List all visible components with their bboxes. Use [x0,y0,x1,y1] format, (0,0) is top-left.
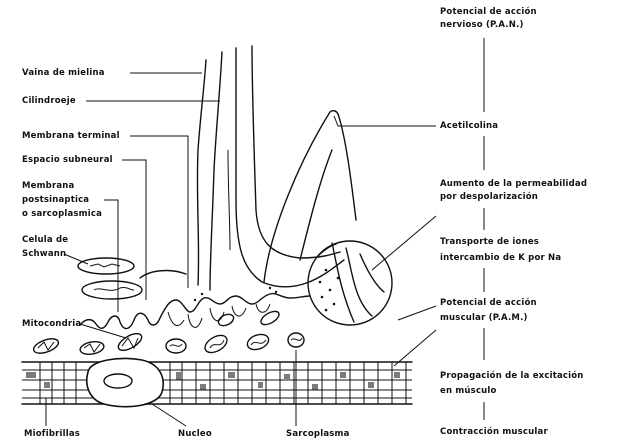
flow-chart: Potencial de acción nervioso (P.A.N.) Au… [394,6,587,437]
postsynaptic-membrane [80,287,310,329]
flow-step-4a: Potencial de acción [440,297,537,308]
flow-step-6a: Contracción muscular [440,426,548,437]
flow-step-3a: Transporte de iones [440,237,539,247]
flow-step-2b: por despolarización [440,191,538,202]
flow-step-1b: nervioso (P.A.N.) [440,20,524,30]
label-nucleo: Nucleo [178,429,212,439]
schwann-cell [78,258,186,299]
flow-step-1a: Potencial de acción [440,6,537,17]
vesicle-detail [308,241,392,325]
label-membrana: Membrana [22,181,75,191]
label-membrana-terminal: Membrana terminal [22,131,120,141]
muscle-fiber [22,359,412,407]
label-miofibrillas: Miofibrillas [24,429,80,439]
nerve-fibers [197,46,344,290]
label-cilindroeje: Cilindroeje [22,96,76,106]
flow-step-2a: Aumento de la permeabilidad [440,179,587,189]
axon-branches [264,111,356,282]
bottom-labels: Miofibrillas Nucleo Sarcoplasma [24,350,350,439]
label-espacio-subneural: Espacio subneural [22,155,113,165]
label-vaina-mielina: Vaina de mielina [22,68,105,78]
flow-step-5a: Propagación de la excitación [440,370,584,381]
label-celula-de: Celula de [22,235,68,245]
flow-step-3b: intercambio de K por Na [440,253,561,263]
label-acetilcolina: Acetilcolina [440,121,498,131]
mitochondria [32,309,304,356]
label-sarcoplasmica: o sarcoplasmica [22,209,102,219]
flow-step-5b: en músculo [440,386,497,396]
label-schwann: Schwann [22,249,66,259]
label-postsinaptica: postsinaptica [22,195,89,205]
muscle-nucleus [87,359,163,407]
label-mitocondria: Mitocondria [22,319,81,329]
left-labels: Vaina de mielina Cilindroeje Membrana te… [22,68,220,338]
flow-step-4b: muscular (P.A.M.) [440,313,528,323]
label-sarcoplasma: Sarcoplasma [286,429,350,439]
